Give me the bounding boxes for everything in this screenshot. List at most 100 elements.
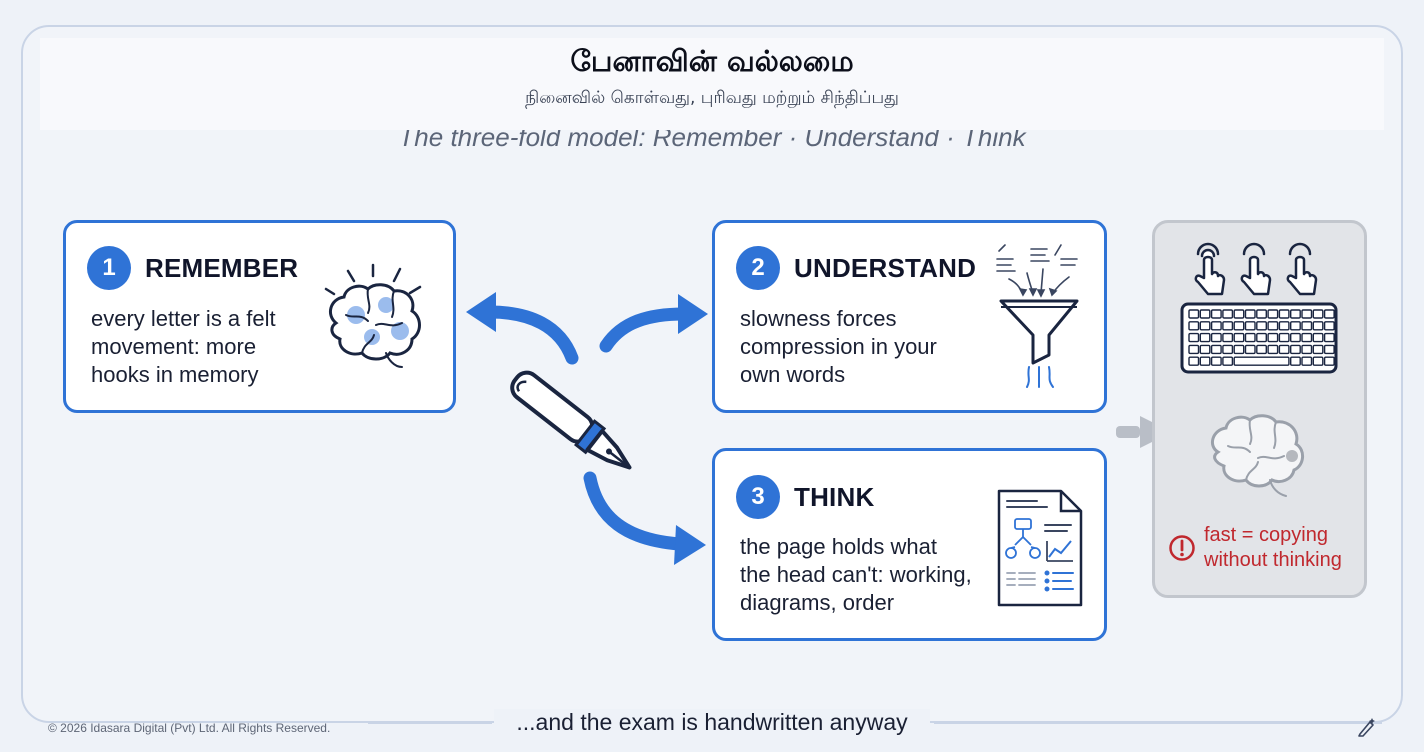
- keyboard-key: [1323, 332, 1335, 343]
- keyboard-key: [1222, 321, 1234, 331]
- keyboard-key: [1222, 344, 1234, 355]
- tapping-finger-icon: [1194, 242, 1318, 296]
- keyboard-key: [1188, 321, 1200, 331]
- keyboard-key: [1312, 344, 1324, 355]
- footer-divider-left: [368, 722, 492, 724]
- card-title: REMEMBER: [145, 253, 299, 283]
- sparkle-pen-icon: [1358, 718, 1375, 737]
- keyboard-key: [1312, 321, 1324, 331]
- keyboard-key: [1222, 332, 1234, 343]
- card-title: THINK: [794, 482, 875, 512]
- keyboard-key: [1289, 344, 1301, 355]
- keyboard-key: [1210, 332, 1222, 343]
- keyboard-key: [1301, 344, 1313, 355]
- keyboard-key: [1188, 344, 1200, 355]
- card-number-badge: 1: [87, 246, 131, 290]
- keyboard-key: [1312, 309, 1324, 319]
- keyboard-key: [1289, 321, 1301, 331]
- keyboard-key: [1256, 344, 1268, 355]
- faded-brain-icon: [1210, 414, 1304, 497]
- card-title: UNDERSTAND: [794, 253, 977, 283]
- card-number-badge: 2: [736, 246, 780, 290]
- keyboard-key: [1222, 309, 1234, 319]
- keyboard-key: [1210, 344, 1222, 355]
- slide-subtitle: நினைவில் கொள்வது, புரிவது மற்றும் சிந்தி…: [525, 88, 899, 108]
- card-text-line: the head can't: working,: [740, 562, 972, 587]
- brain-icon: [324, 263, 422, 368]
- footer-divider-right: [934, 722, 1382, 724]
- keyboard-key: [1267, 321, 1279, 331]
- keyboard-icon: [1180, 302, 1338, 374]
- keyboard-key: [1210, 356, 1222, 366]
- keyboard-key: [1210, 309, 1222, 319]
- funnel-icon: [996, 244, 1079, 388]
- card-number-badge: 3: [736, 475, 780, 519]
- footer-tagline: ...and the exam is handwritten anyway: [494, 709, 930, 736]
- keyboard-key: [1233, 332, 1245, 343]
- keyboard-key: [1244, 321, 1256, 331]
- card-text: the page holds what the head can't: work…: [740, 533, 1000, 617]
- keyboard-key: [1199, 332, 1211, 343]
- card-text-line: movement: more: [91, 334, 257, 359]
- card-text-line: diagrams, order: [740, 590, 895, 615]
- keyboard-key: [1256, 309, 1268, 319]
- keyboard-key: [1289, 356, 1301, 366]
- slide-title: பேனாவின் வல்லமை: [570, 44, 854, 78]
- card-understand: 2 UNDERSTAND slowness forces compression…: [712, 220, 1107, 413]
- keyboard-key: [1244, 309, 1256, 319]
- keyboard-key: [1278, 309, 1290, 319]
- title-band: [40, 38, 1384, 130]
- keyboard-key: [1256, 332, 1268, 343]
- keyboard-key: [1188, 332, 1200, 343]
- keyboard-key: [1289, 332, 1301, 343]
- keyboard-key: [1256, 321, 1268, 331]
- card-text-line: every letter is a felt: [91, 306, 276, 331]
- keyboard-key: [1312, 332, 1324, 343]
- fountain-pen-icon: [510, 370, 632, 470]
- card-think: 3 THINK the page holds what the head can…: [712, 448, 1107, 641]
- keyboard-key: [1233, 309, 1245, 319]
- keyboard-key: [1278, 344, 1290, 355]
- copyright-notice: © 2026 Idasara Digital (Pvt) Ltd. All Ri…: [48, 721, 331, 735]
- keyboard-key: [1199, 309, 1211, 319]
- card-text: every letter is a felt movement: more ho…: [91, 305, 321, 389]
- keyboard-spacebar: [1233, 356, 1290, 366]
- card-text: slowness forces compression in your own …: [740, 305, 980, 389]
- card-text-line: compression in your: [740, 334, 937, 359]
- keyboard-key: [1233, 344, 1245, 355]
- keyboard-key: [1188, 356, 1200, 366]
- keyboard-key: [1267, 344, 1279, 355]
- keyboard-key: [1244, 332, 1256, 343]
- warning-text: fast = copying without thinking: [1204, 523, 1364, 573]
- keyboard-key: [1278, 332, 1290, 343]
- keyboard-key: [1278, 321, 1290, 331]
- keyboard-key: [1233, 321, 1245, 331]
- card-remember: 1 REMEMBER every letter is a felt moveme…: [63, 220, 456, 413]
- keyboard-key: [1301, 321, 1313, 331]
- keyboard-key: [1210, 321, 1222, 331]
- warning-icon: [1169, 535, 1195, 561]
- keyboard-key: [1267, 309, 1279, 319]
- keyboard-key: [1289, 309, 1301, 319]
- keyboard-key: [1199, 356, 1211, 366]
- keyboard-key: [1199, 321, 1211, 331]
- keyboard-key: [1267, 332, 1279, 343]
- keyboard-key: [1244, 344, 1256, 355]
- keyboard-key: [1188, 309, 1200, 319]
- document-diagram-icon: [997, 489, 1083, 607]
- keyboard-key: [1301, 309, 1313, 319]
- keyboard-key: [1301, 332, 1313, 343]
- card-text-line: slowness forces: [740, 306, 897, 331]
- card-text-line: the page holds what: [740, 534, 937, 559]
- keyboard-key: [1323, 321, 1335, 331]
- keyboard-key: [1323, 356, 1335, 366]
- keyboard-key: [1301, 356, 1313, 366]
- warning-line: without thinking: [1204, 549, 1342, 571]
- card-text-line: own words: [740, 362, 846, 387]
- keyboard-key: [1222, 356, 1234, 366]
- keyboard-key: [1323, 309, 1335, 319]
- card-text-line: hooks in memory: [91, 362, 259, 387]
